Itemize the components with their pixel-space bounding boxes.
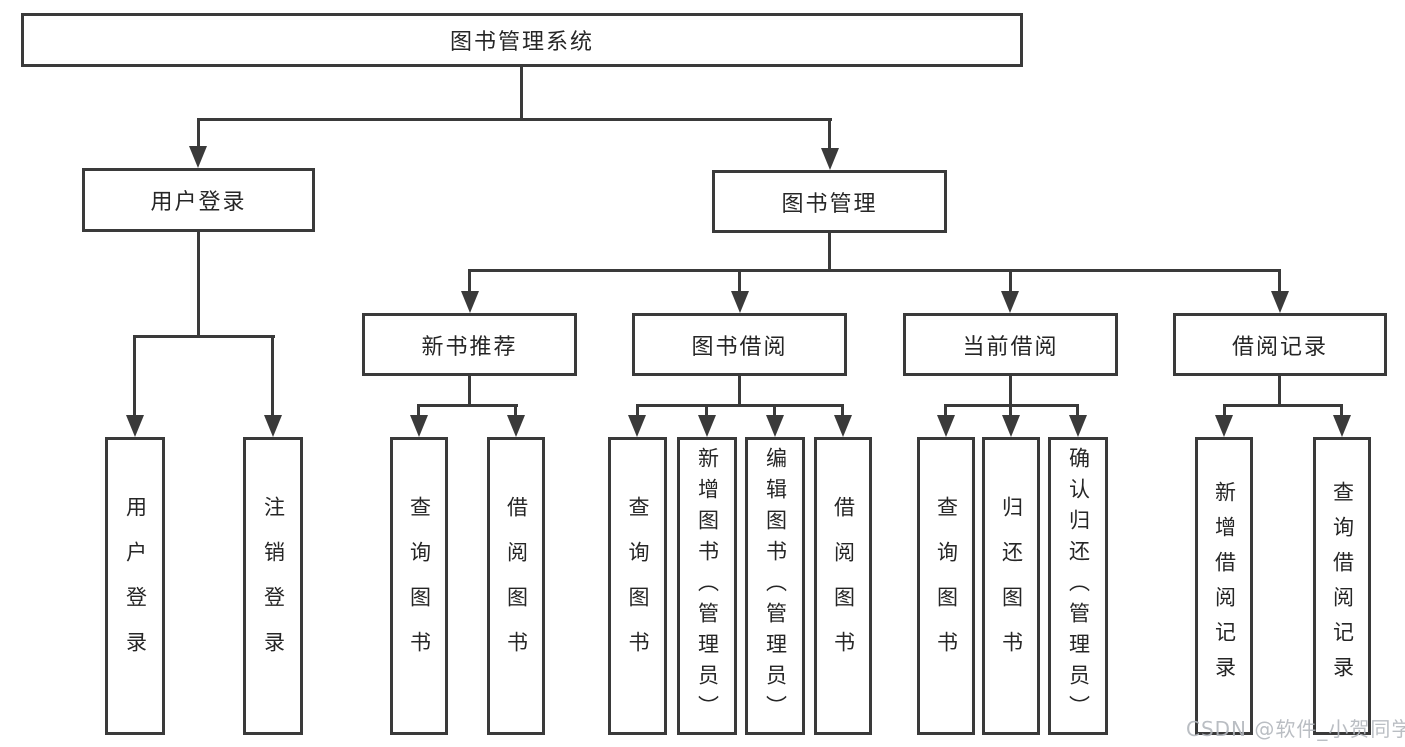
connector-l2d-stem — [1278, 269, 1281, 293]
arrow-down-icon — [821, 148, 839, 170]
connector-recommend-down — [468, 376, 471, 406]
arrow-down-icon — [731, 291, 749, 313]
leaf-records-query-record-label: 查询借阅记录 — [1330, 481, 1355, 691]
node-root: 图书管理系统 — [21, 13, 1023, 67]
connector-user-leaf1-stem — [133, 335, 136, 417]
connector-current-split — [945, 404, 1079, 407]
arrow-down-icon — [189, 146, 207, 168]
connector-user-split — [134, 335, 275, 338]
leaf-records-add-record-label: 新增借阅记录 — [1212, 481, 1237, 691]
leaf-borrow-add-books-admin-label: 新增图书（管理员） — [695, 446, 720, 726]
arrow-down-icon — [1271, 291, 1289, 313]
connector-to-user-stem — [197, 118, 200, 150]
leaf-current-confirm-return-admin: 确认归还（管理员） — [1048, 437, 1108, 735]
connector-borrow-leaf1-stem — [636, 404, 639, 417]
connector-to-book-stem — [828, 118, 831, 152]
connector-borrow-leaf3-stem — [773, 404, 776, 417]
leaf-borrow-add-books-admin: 新增图书（管理员） — [677, 437, 737, 735]
leaf-recommend-query-books-label: 查询图书 — [407, 496, 432, 676]
leaf-borrow-borrow-books: 借阅图书 — [814, 437, 872, 735]
connector-records-leaf2-stem — [1340, 404, 1343, 417]
connector-borrow-leaf4-stem — [841, 404, 844, 417]
leaf-logout-label: 注销登录 — [261, 496, 286, 676]
leaf-borrow-edit-books-admin: 编辑图书（管理员） — [745, 437, 805, 735]
connector-current-leaf1-stem — [944, 404, 947, 417]
connector-current-leaf3-stem — [1076, 404, 1079, 417]
connector-borrow-split — [636, 404, 844, 407]
leaf-current-confirm-return-admin-label: 确认归还（管理员） — [1066, 446, 1091, 726]
node-root-label: 图书管理系统 — [449, 30, 594, 55]
arrow-down-icon — [766, 415, 784, 437]
arrow-down-icon — [1333, 415, 1351, 437]
arrow-down-icon — [507, 415, 525, 437]
connector-book-down — [828, 233, 831, 271]
node-user-login-branch: 用户登录 — [82, 168, 315, 232]
connector-book-split — [469, 269, 1281, 272]
connector-root-down — [520, 67, 523, 120]
arrow-down-icon — [1069, 415, 1087, 437]
arrow-down-icon — [1001, 291, 1019, 313]
leaf-recommend-query-books: 查询图书 — [390, 437, 448, 735]
connector-l2b-stem — [738, 269, 741, 293]
leaf-borrow-edit-books-admin-label: 编辑图书（管理员） — [763, 446, 788, 726]
leaf-borrow-query-books-label: 查询图书 — [626, 496, 650, 676]
node-current-borrow-label: 当前借阅 — [962, 334, 1059, 360]
leaf-user-login: 用户登录 — [105, 437, 165, 735]
connector-records-leaf1-stem — [1223, 404, 1226, 417]
connector-recommend-leaf2-stem — [514, 404, 517, 417]
leaf-current-query-books-label: 查询图书 — [934, 496, 959, 676]
leaf-recommend-borrow-books-label: 借阅图书 — [504, 496, 529, 676]
leaf-borrow-query-books: 查询图书 — [608, 437, 667, 735]
node-borrow-records-label: 借阅记录 — [1231, 334, 1328, 360]
leaf-current-return-books: 归还图书 — [982, 437, 1040, 735]
connector-root-split — [197, 118, 832, 121]
arrow-down-icon — [1002, 415, 1020, 437]
leaf-user-login-label: 用户登录 — [123, 496, 148, 676]
connector-records-split — [1223, 404, 1343, 407]
connector-user-down — [197, 232, 200, 337]
connector-recommend-leaf1-stem — [417, 404, 420, 417]
node-borrow-records: 借阅记录 — [1173, 313, 1387, 376]
arrow-down-icon — [834, 415, 852, 437]
leaf-records-add-record: 新增借阅记录 — [1195, 437, 1253, 735]
connector-borrow-down — [738, 376, 741, 406]
arrow-down-icon — [410, 415, 428, 437]
connector-current-down — [1009, 376, 1012, 406]
watermark: CSDN @软件_小贺同学 — [1186, 717, 1405, 741]
connector-l2c-stem — [1009, 269, 1012, 293]
node-book-management-label: 图书管理 — [781, 191, 878, 217]
connector-records-down — [1278, 376, 1281, 406]
arrow-down-icon — [461, 291, 479, 313]
arrow-down-icon — [126, 415, 144, 437]
leaf-logout: 注销登录 — [243, 437, 303, 735]
leaf-recommend-borrow-books: 借阅图书 — [487, 437, 545, 735]
connector-current-leaf2-stem — [1009, 404, 1012, 417]
node-new-book-recommend-label: 新书推荐 — [421, 334, 518, 360]
node-current-borrow: 当前借阅 — [903, 313, 1118, 376]
arrow-down-icon — [264, 415, 282, 437]
node-user-login-branch-label: 用户登录 — [150, 190, 247, 215]
node-book-management: 图书管理 — [712, 170, 947, 233]
connector-user-leaf2-stem — [271, 335, 274, 417]
connector-recommend-split — [418, 404, 518, 407]
arrow-down-icon — [937, 415, 955, 437]
connector-l2a-stem — [468, 269, 471, 293]
connector-borrow-leaf2-stem — [705, 404, 708, 417]
leaf-records-query-record: 查询借阅记录 — [1313, 437, 1371, 735]
arrow-down-icon — [1215, 415, 1233, 437]
node-new-book-recommend: 新书推荐 — [362, 313, 577, 376]
arrow-down-icon — [628, 415, 646, 437]
arrow-down-icon — [698, 415, 716, 437]
leaf-current-query-books: 查询图书 — [917, 437, 975, 735]
leaf-borrow-borrow-books-label: 借阅图书 — [831, 496, 856, 676]
node-book-borrow-label: 图书借阅 — [691, 334, 788, 360]
node-book-borrow: 图书借阅 — [632, 313, 847, 376]
leaf-current-return-books-label: 归还图书 — [999, 496, 1024, 676]
